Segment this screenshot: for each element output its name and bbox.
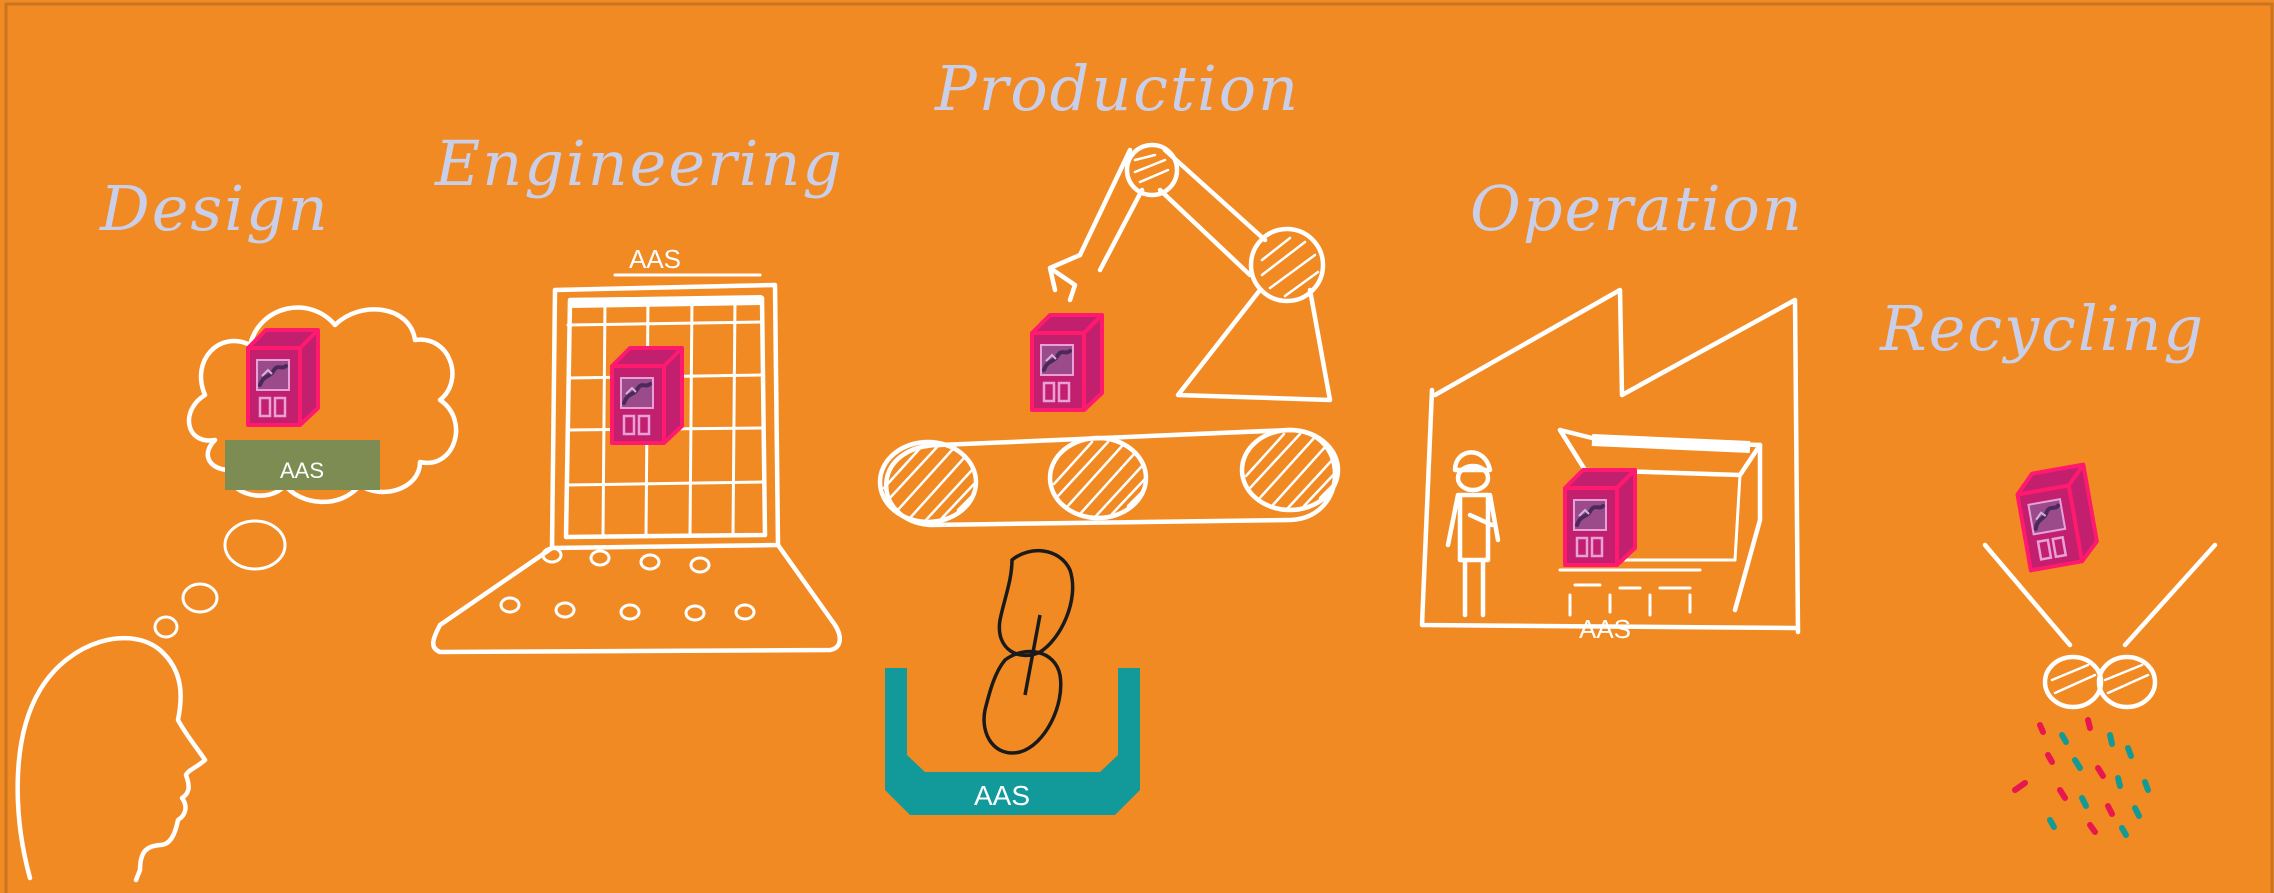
product-box-icon <box>1030 313 1104 412</box>
design-stage: AAS <box>15 305 459 883</box>
stage-title-recycling: Recycling <box>1879 292 2205 365</box>
stage-title-design: Design <box>99 172 330 245</box>
factory-icon <box>1419 287 1801 635</box>
aas-label-engineering: AAS <box>629 244 681 274</box>
stage-title-operation: Operation <box>1470 172 1804 245</box>
aas-label-design: AAS <box>280 458 324 483</box>
thought-dot-icon <box>223 519 287 571</box>
aas-label-production: AAS <box>974 780 1030 811</box>
product-box-icon <box>246 328 320 427</box>
chain-link-icon <box>982 549 1075 755</box>
product-box-icon <box>1563 468 1637 567</box>
stage-title-engineering: Engineering <box>434 127 844 200</box>
aas-label-operation: AAS <box>1579 614 1631 644</box>
thought-dot-icon <box>181 582 219 614</box>
laptop-keyboard-base <box>431 542 842 655</box>
worker-icon <box>1445 450 1501 618</box>
engineering-stage: AAS <box>431 244 842 655</box>
robot-arm-icon <box>1047 142 1333 403</box>
thought-dot-icon <box>153 615 179 639</box>
keyboard-keys <box>499 546 756 622</box>
particles-icon <box>2012 717 2151 838</box>
conveyor-belt-icon <box>880 427 1338 528</box>
product-box-icon <box>2012 462 2102 573</box>
person-head-icon <box>15 635 208 883</box>
stage-title-production: Production <box>934 52 1300 125</box>
frame-border <box>4 2 2274 893</box>
funnel-icon <box>1982 542 2218 648</box>
recycling-stage <box>1982 462 2218 838</box>
production-stage: AAS <box>880 142 1338 815</box>
aas-plate-design <box>225 440 380 490</box>
product-box-icon <box>610 346 684 445</box>
aas-bucket-icon <box>885 668 1140 815</box>
shredder-rollers-icon <box>2042 654 2158 710</box>
operation-stage: AAS <box>1419 287 1801 644</box>
